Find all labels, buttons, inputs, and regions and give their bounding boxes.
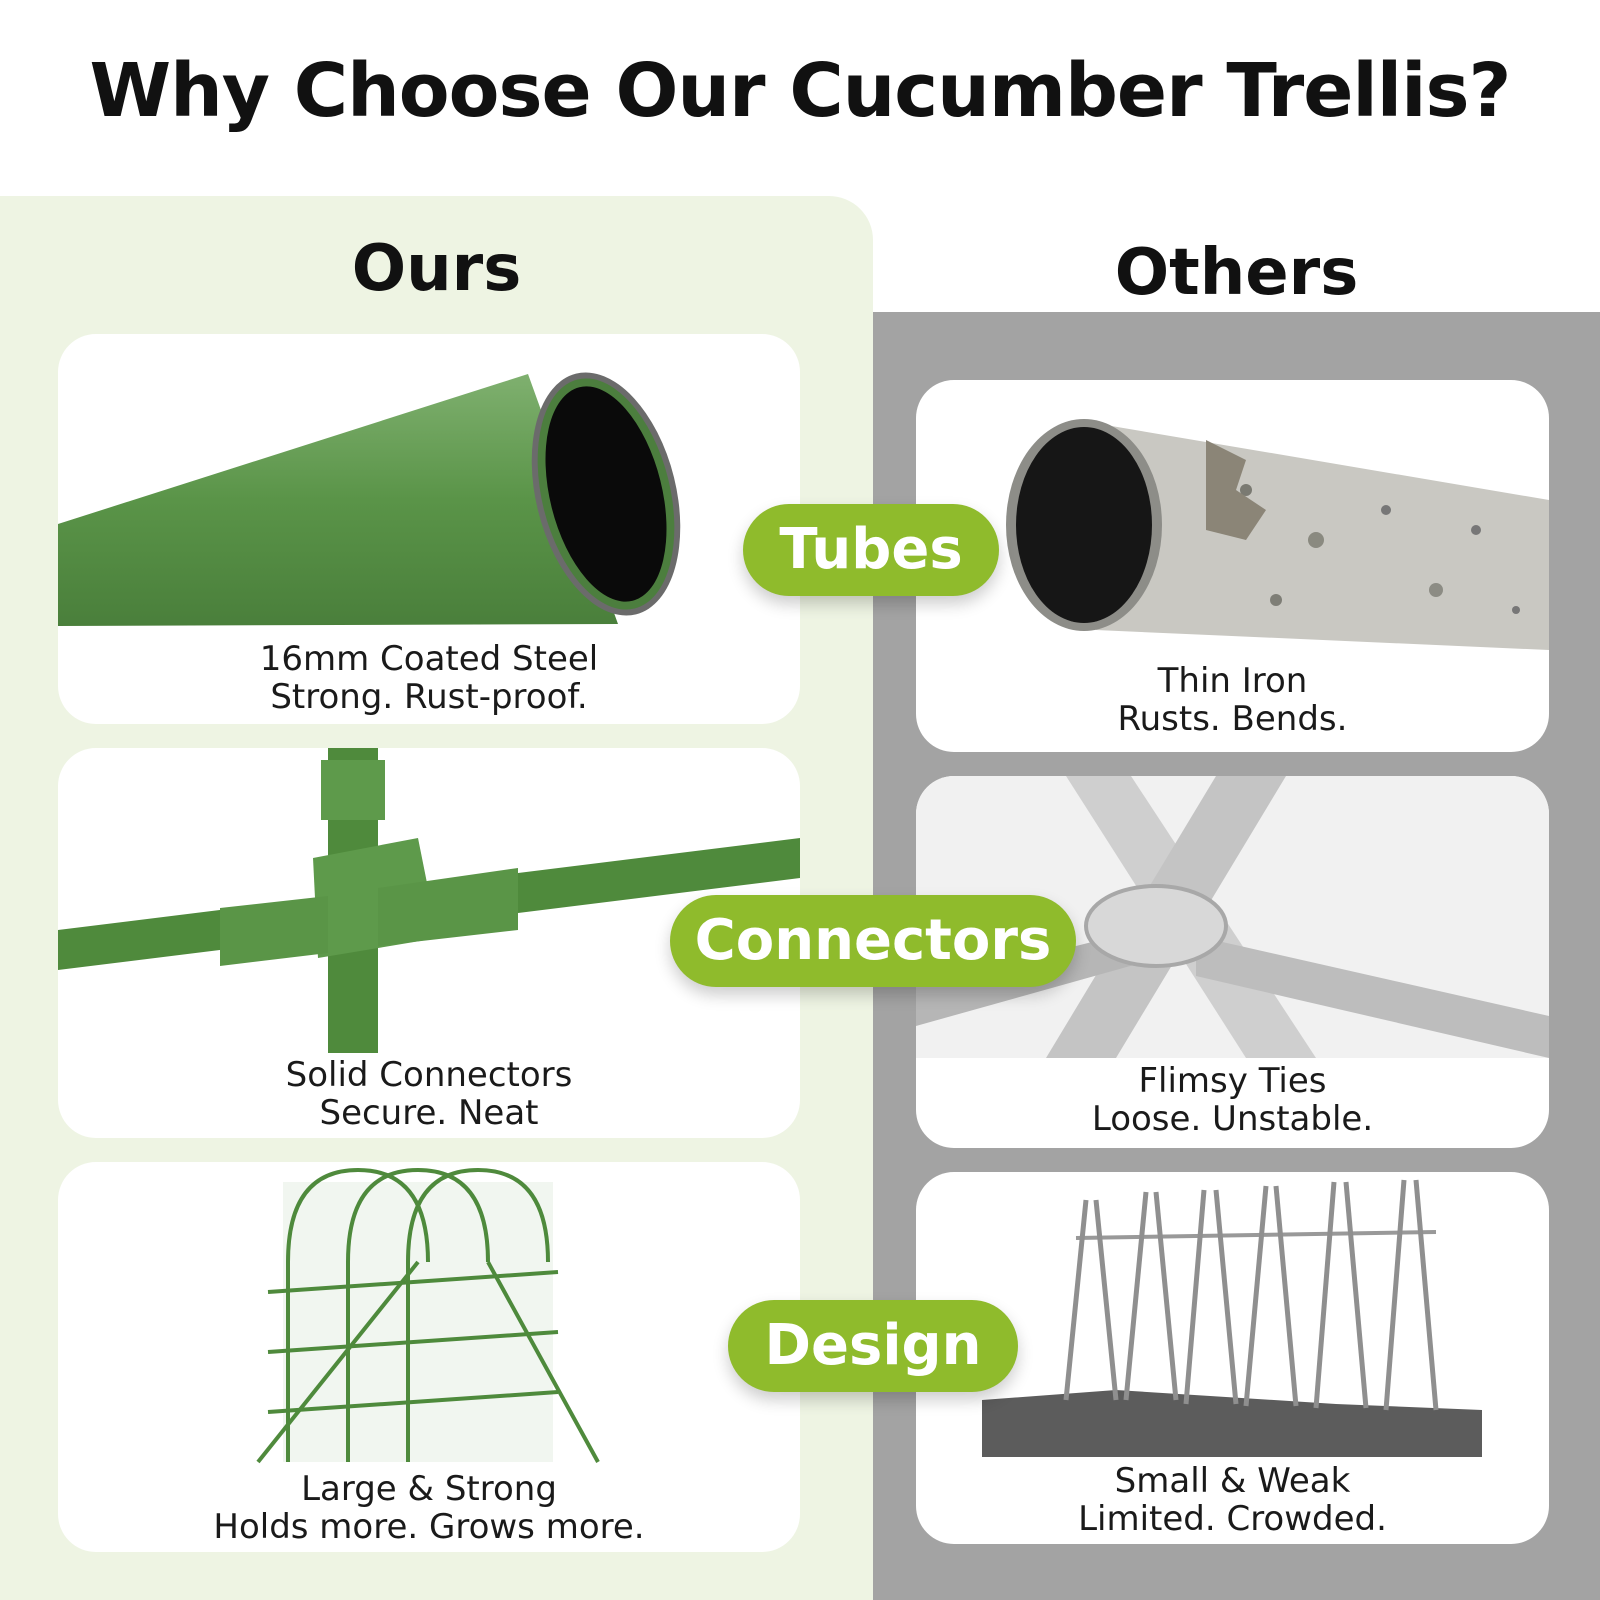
ours-design-subtitle: Holds more. Grows more. — [213, 1507, 645, 1547]
ours-tubes-subtitle: Strong. Rust-proof. — [270, 677, 588, 717]
connectors-badge: Connectors — [670, 895, 1076, 987]
a-frame-trellis-image — [256, 1167, 600, 1464]
ours-tubes-card: 16mm Coated Steel Strong. Rust-proof. — [58, 334, 800, 724]
ours-connectors-title: Solid Connectors — [285, 1055, 573, 1095]
ours-design-card: Large & Strong Holds more. Grows more. — [58, 1162, 800, 1552]
ours-heading: Ours — [351, 232, 522, 306]
tubes-badge: Tubes — [743, 504, 999, 596]
others-design-title: Small & Weak — [1114, 1461, 1351, 1501]
others-connectors-title: Flimsy Ties — [1138, 1061, 1327, 1101]
zip-tie-connector-image — [916, 776, 1549, 1058]
others-connectors-card: Flimsy Ties Loose. Unstable. — [916, 776, 1549, 1148]
bamboo-stake-trellis-image — [982, 1179, 1482, 1457]
others-tubes-card: Thin Iron Rusts. Bends. — [916, 380, 1549, 752]
others-tubes-title: Thin Iron — [1157, 661, 1308, 701]
ours-tubes-title: 16mm Coated Steel — [259, 639, 599, 679]
green-coated-tube-image — [58, 372, 681, 626]
page-title: Why Choose Our Cucumber Trellis? — [89, 48, 1512, 134]
rusty-iron-tube-image — [1006, 419, 1549, 650]
others-heading: Others — [1114, 236, 1359, 310]
others-tubes-subtitle: Rusts. Bends. — [1117, 699, 1348, 739]
green-cross-connector-image — [58, 748, 800, 1053]
ours-connectors-subtitle: Secure. Neat — [319, 1093, 539, 1133]
others-design-card: Small & Weak Limited. Crowded. — [916, 1172, 1549, 1544]
ours-design-title: Large & Strong — [301, 1469, 557, 1509]
others-design-subtitle: Limited. Crowded. — [1078, 1499, 1387, 1539]
others-connectors-subtitle: Loose. Unstable. — [1091, 1099, 1374, 1139]
design-badge: Design — [728, 1300, 1018, 1392]
